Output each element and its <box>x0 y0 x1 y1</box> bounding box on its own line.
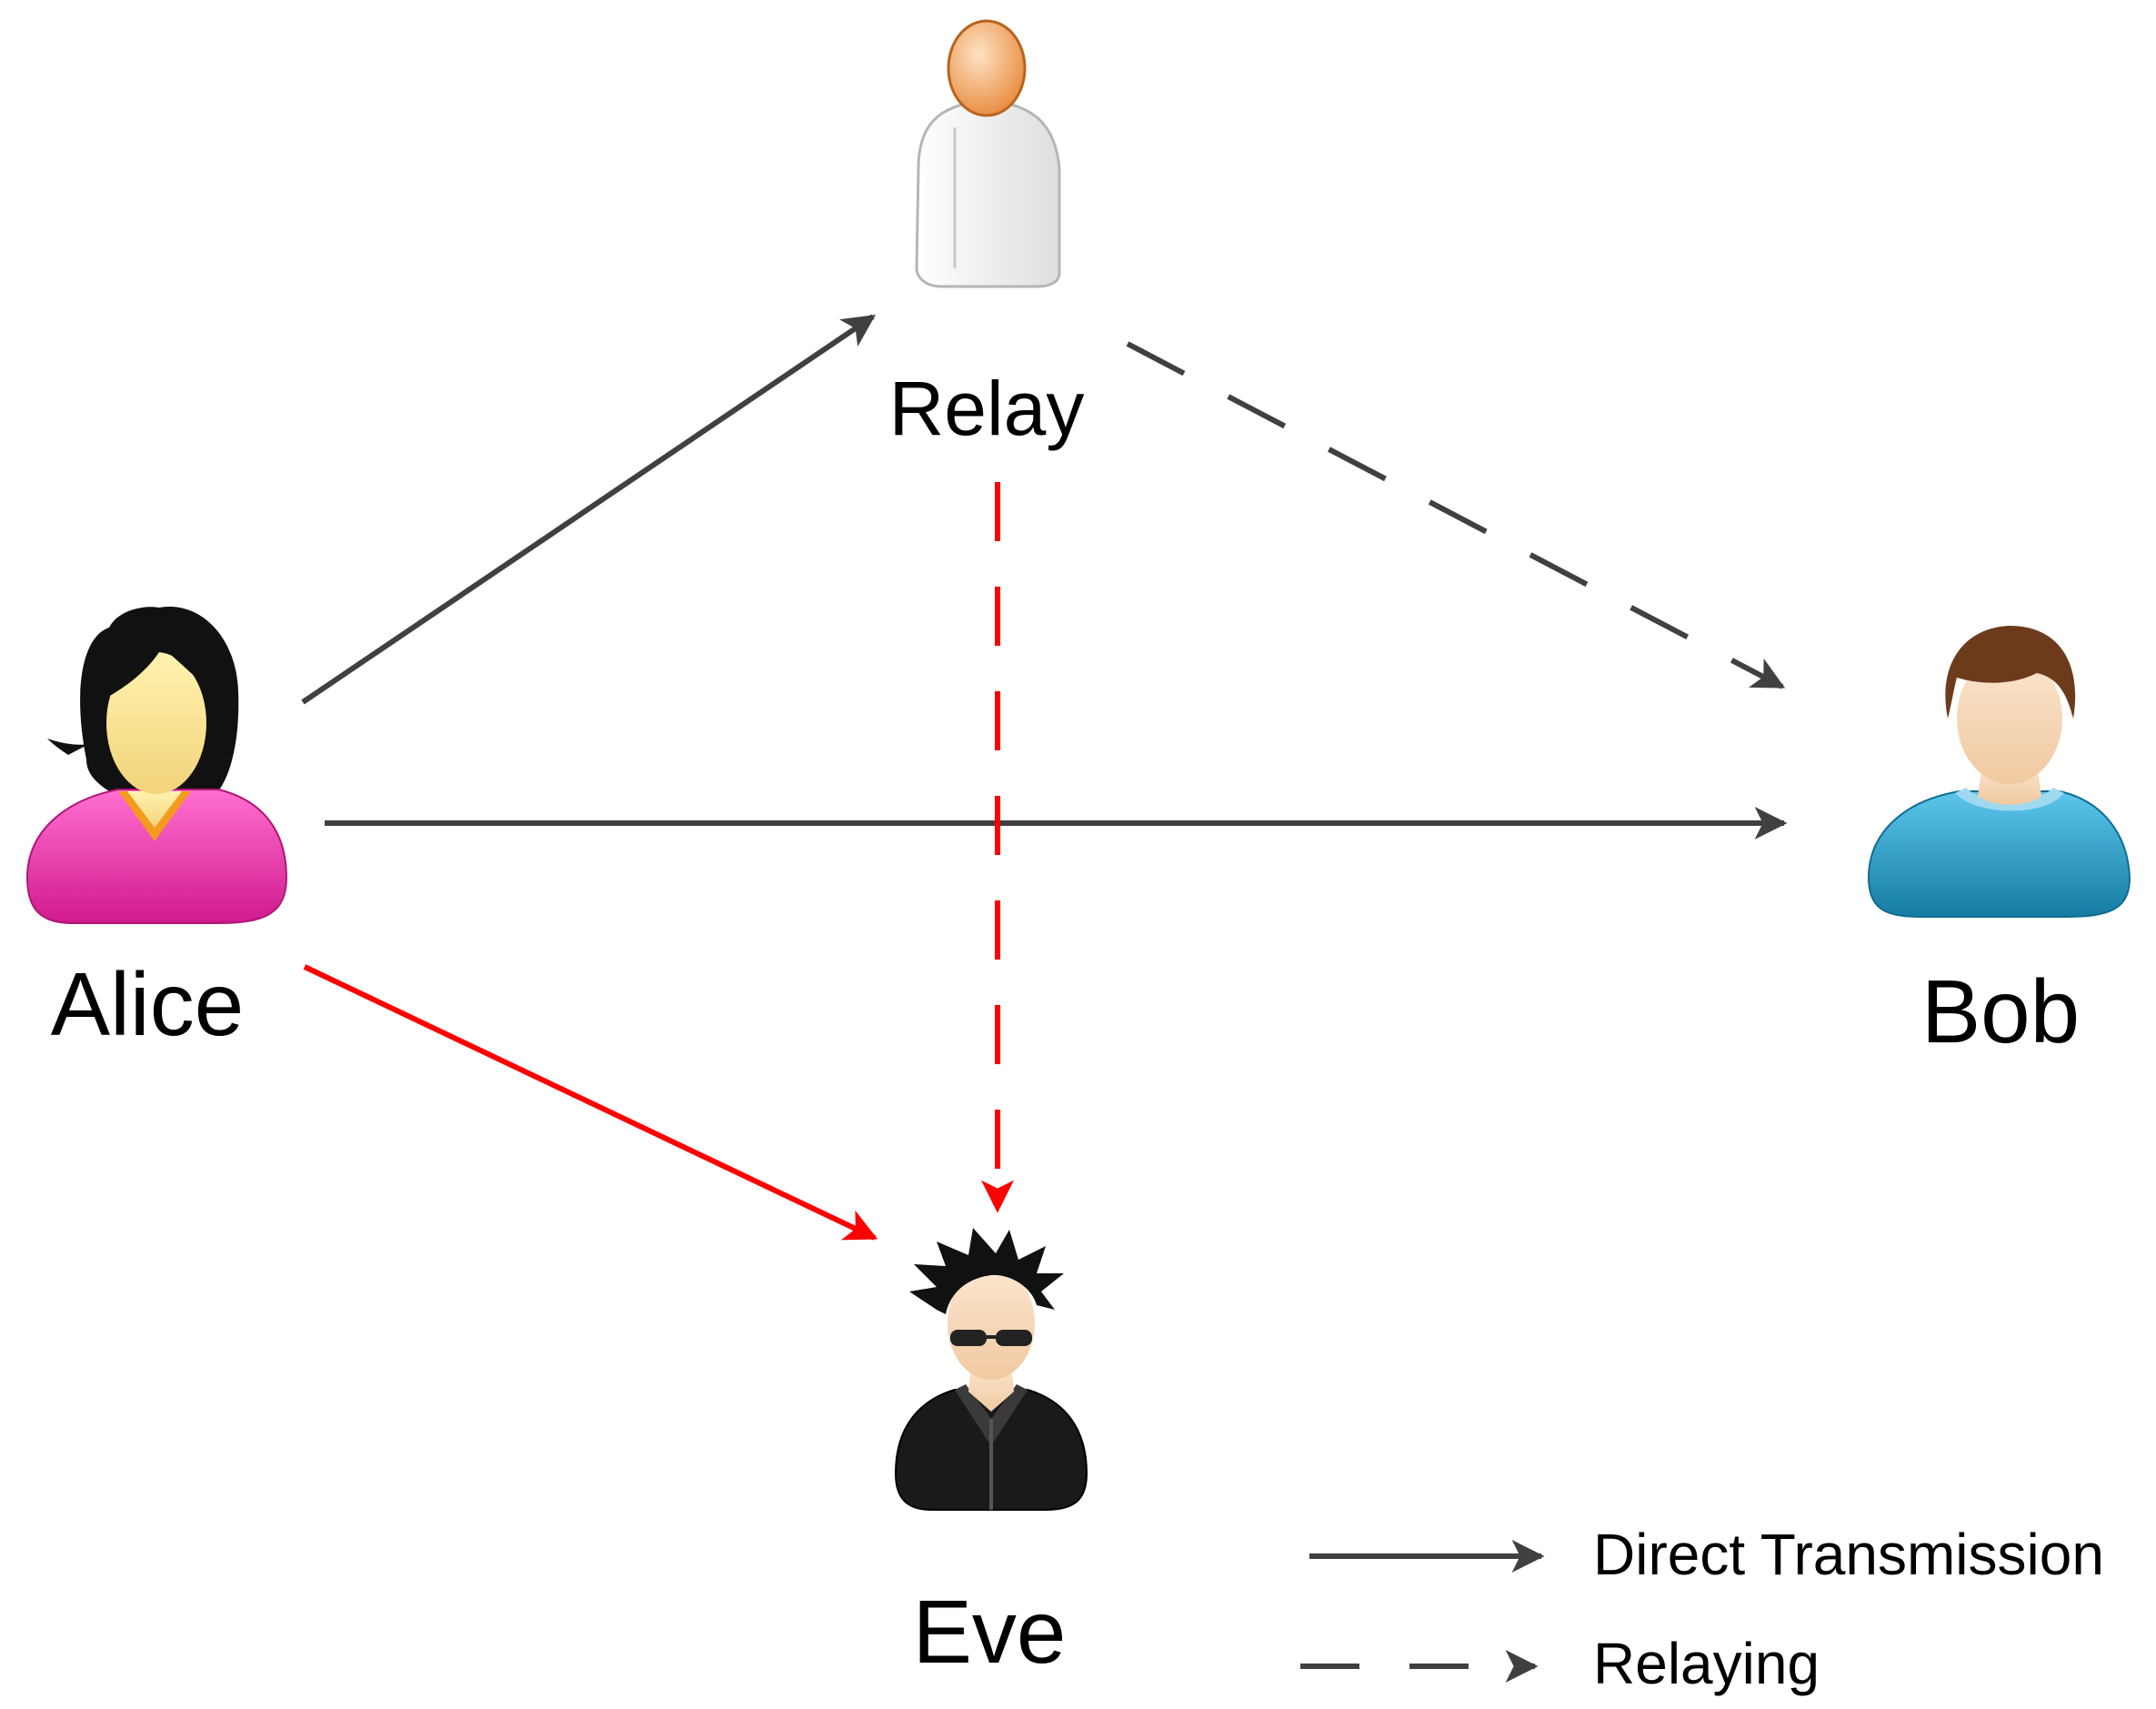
relay-label: Relay <box>888 366 1085 451</box>
arrow-alice-to-relay <box>301 314 876 705</box>
arrows <box>301 314 1788 1241</box>
legend <box>1300 1540 1545 1683</box>
bob-label: Bob <box>1920 961 2081 1061</box>
legend-direct-label: Direct Transmission <box>1593 1522 2104 1587</box>
arrow-relay-to-bob <box>1126 341 1786 689</box>
eve-label: Eve <box>912 1582 1067 1682</box>
bob-person-icon <box>1867 626 2131 918</box>
eve-person-icon <box>894 1228 1088 1511</box>
alice-label: Alice <box>50 954 245 1054</box>
alice-person-icon <box>25 606 288 924</box>
legend-relaying-label: Relaying <box>1593 1631 1820 1696</box>
arrow-alice-to-eve <box>303 964 878 1241</box>
relay-person-icon <box>915 19 1061 288</box>
